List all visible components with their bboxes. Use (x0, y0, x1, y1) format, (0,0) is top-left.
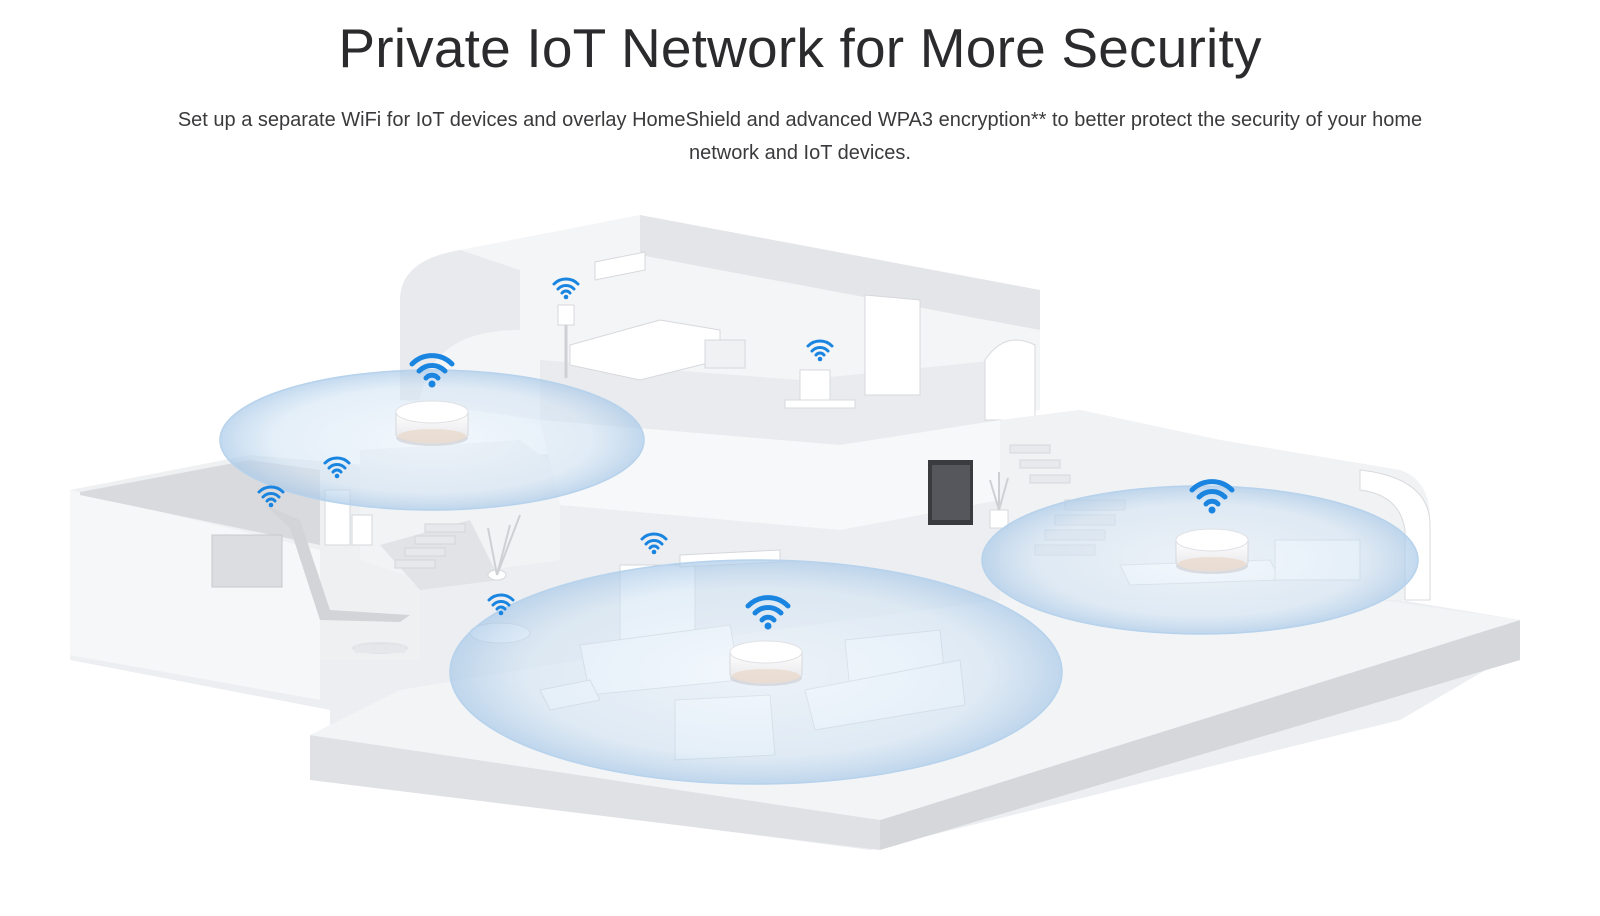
router-icon (1175, 528, 1249, 575)
router-icon (395, 400, 469, 447)
page-title: Private IoT Network for More Security (338, 17, 1262, 79)
smart-home-illustration (70, 215, 1520, 850)
router-icon (729, 640, 803, 687)
page-subtitle: Set up a separate WiFi for IoT devices a… (177, 109, 1423, 164)
